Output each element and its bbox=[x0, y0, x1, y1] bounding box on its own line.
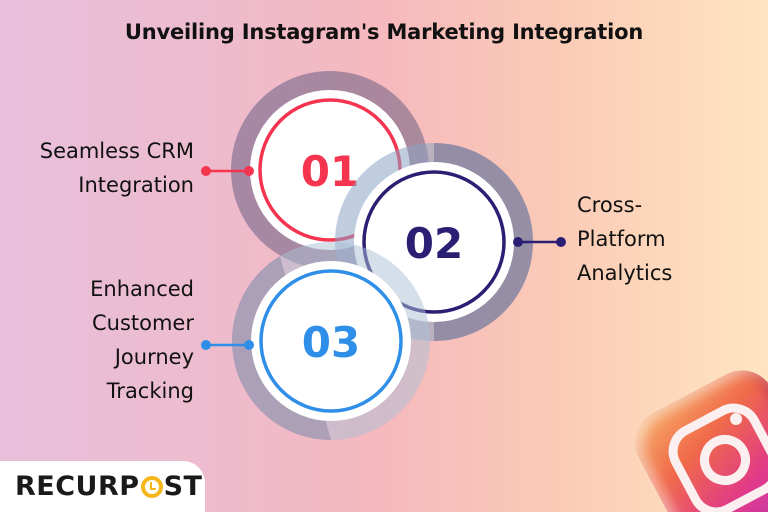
step-3-label-line: Customer bbox=[91, 311, 194, 335]
step-3-label-line: Journey bbox=[114, 345, 194, 369]
step-1-label-line: Seamless CRM bbox=[39, 139, 194, 163]
brand-logo-panel: RECURP ST bbox=[0, 461, 205, 512]
step-2-label-line: Platform bbox=[577, 227, 666, 251]
step-1-number: 01 bbox=[301, 147, 359, 196]
step-1-connector bbox=[201, 166, 254, 176]
recurpost-logo: RECURP ST bbox=[15, 471, 202, 502]
step-2-label: Cross- Platform Analytics bbox=[577, 188, 672, 290]
step-3-number: 03 bbox=[302, 318, 360, 367]
step-2-number: 02 bbox=[405, 219, 463, 268]
step-1-label: Seamless CRM Integration bbox=[40, 134, 194, 202]
step-3-circle: 03 bbox=[231, 242, 430, 440]
clock-icon bbox=[140, 476, 163, 498]
logo-text-end: ST bbox=[163, 471, 203, 502]
step-2-label-line: Cross- bbox=[577, 193, 643, 217]
step-2-connector bbox=[513, 237, 566, 247]
step-3-label-line: Enhanced bbox=[90, 277, 194, 301]
page-title: Unveiling Instagram's Marketing Integrat… bbox=[124, 20, 644, 44]
step-3-connector bbox=[201, 340, 254, 350]
step-1-label-line: Integration bbox=[78, 173, 194, 197]
step-2-label-line: Analytics bbox=[577, 261, 673, 285]
logo-text-start: RECURP bbox=[15, 471, 140, 502]
step-3-label-line: Tracking bbox=[106, 379, 194, 403]
step-3-label: Enhanced Customer Journey Tracking bbox=[90, 272, 194, 408]
